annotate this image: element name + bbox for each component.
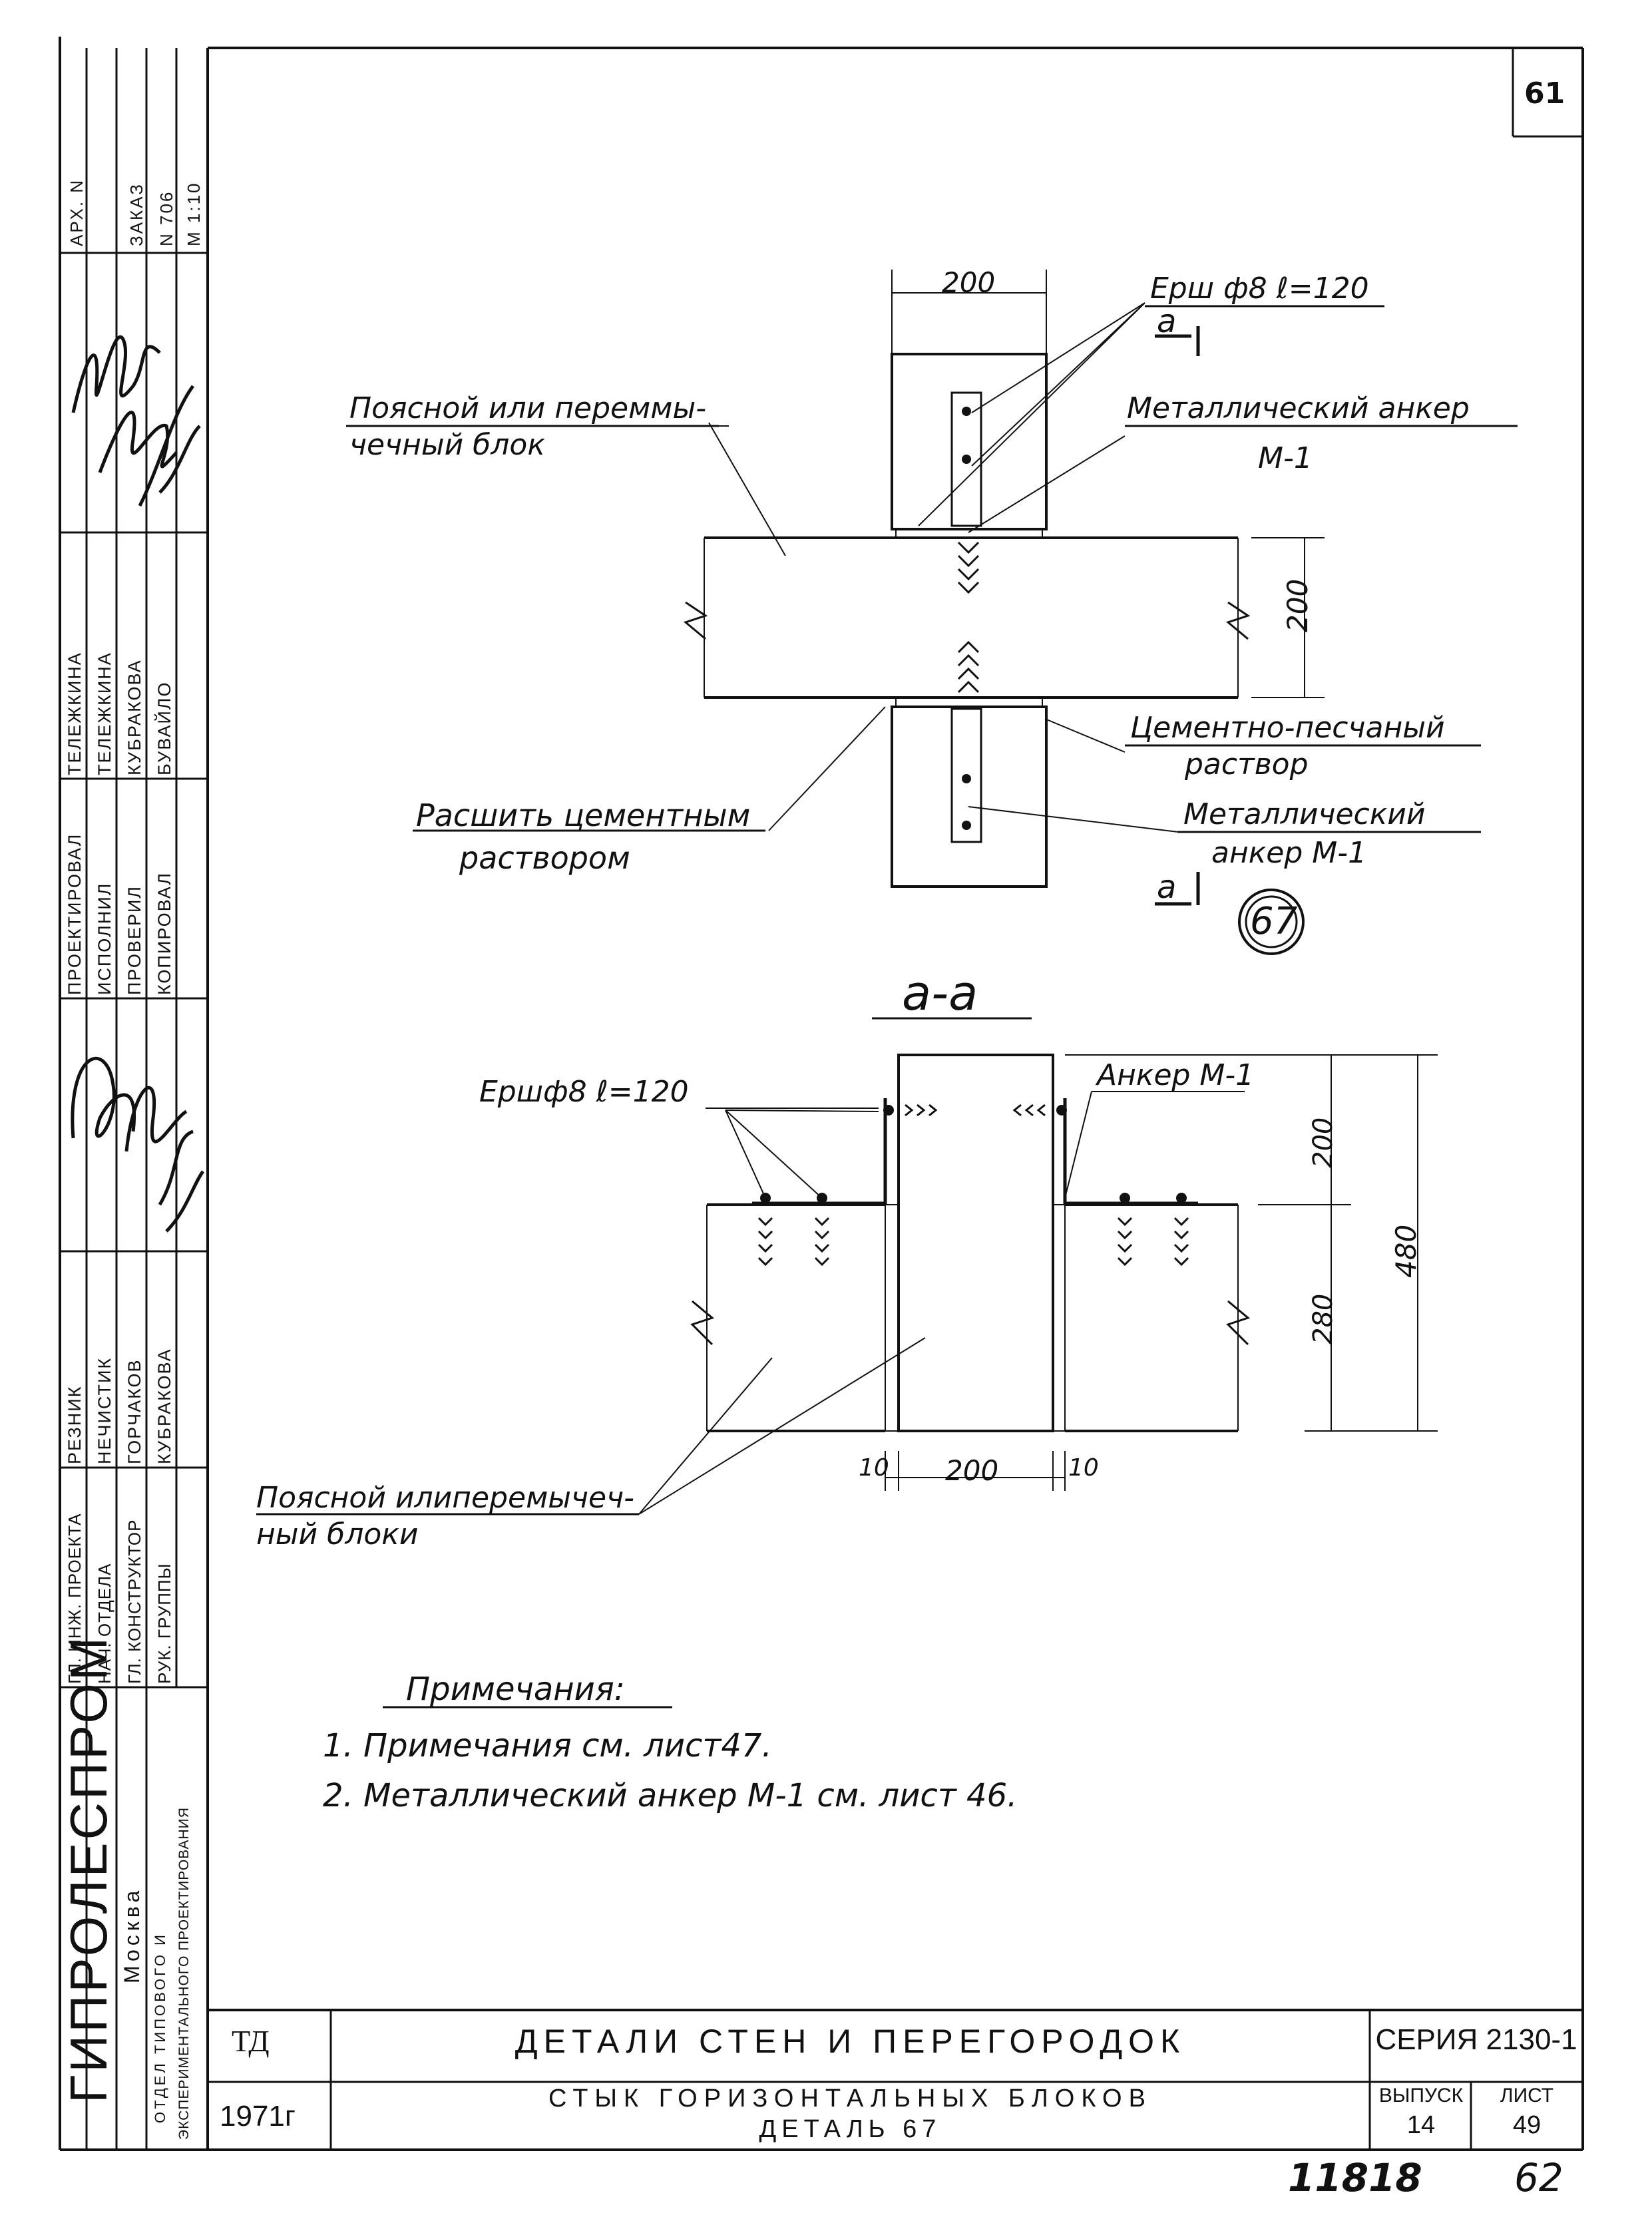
- drawing-subtitle: СТЫК ГОРИЗОНТАЛЬНЫХ БЛОКОВ: [548, 2085, 1152, 2113]
- drawing-title: ДЕТАЛИ СТЕН И ПЕРЕГОРОДОК: [515, 2023, 1186, 2060]
- section-title: а-а: [902, 965, 978, 1021]
- sheet-label: ЛИСТ: [1500, 2085, 1554, 2107]
- label-anchor-top: Металлический анкер: [1127, 391, 1470, 425]
- signatures: [71, 335, 205, 1233]
- note-item: 1. Примечания см. лист47.: [323, 1727, 772, 1764]
- section-mark-top: а: [1157, 303, 1177, 340]
- label-anchor-top: М-1: [1258, 441, 1313, 475]
- label-anchor-bottom: Металлический: [1183, 797, 1426, 831]
- label-anchor-bottom: анкер М-1: [1211, 836, 1367, 870]
- section-label-anchor: Анкер М-1: [1097, 1058, 1255, 1092]
- section-label-blocks: Поясной илиперемычеч-: [256, 1481, 634, 1515]
- dim-section-200-h: 200: [945, 1454, 999, 1487]
- issue-value: 14: [1406, 2111, 1436, 2139]
- dim-section-280: 280: [1308, 1293, 1339, 1344]
- dim-section-10: 10: [1068, 1454, 1099, 1482]
- issue-label: ВЫПУСК: [1378, 2085, 1464, 2107]
- page-number: 62: [1514, 2155, 1563, 2200]
- label-block: чечный блок: [349, 428, 545, 462]
- drawing-subtitle: ДЕТАЛЬ 67: [759, 2115, 942, 2143]
- label-joint: Расшить цементным: [416, 797, 751, 833]
- dim-section-200: 200: [1308, 1117, 1339, 1168]
- dim-section-10: 10: [859, 1454, 889, 1482]
- sheet-value: 49: [1512, 2111, 1542, 2139]
- label-mortar: раствор: [1185, 747, 1309, 781]
- section-label-blocks: ный блоки: [256, 1517, 419, 1551]
- label-mortar: Цементно-песчаный: [1130, 711, 1445, 745]
- detail-number: 67: [1250, 900, 1298, 943]
- dim-section-480: 480: [1390, 1224, 1422, 1278]
- section-mark-bottom: а: [1157, 869, 1177, 906]
- sheet-number-top: 61: [1524, 77, 1565, 110]
- label-joint: раствором: [459, 840, 630, 876]
- label-block: Поясной или переммы-: [349, 391, 707, 425]
- title-block-code: ТД: [232, 2024, 270, 2058]
- archive-number: 11818: [1288, 2155, 1422, 2200]
- note-item: 2. Металлический анкер М-1 см. лист 46.: [323, 1777, 1018, 1814]
- section-label-ersh: Ершф8 ℓ=120: [479, 1075, 689, 1109]
- notes-heading: Примечания:: [406, 1671, 625, 1708]
- title-block-year: 1971г: [220, 2100, 296, 2132]
- dim-upper-width: 200: [942, 266, 996, 299]
- label-ersh: Ерш ф8 ℓ=120: [1150, 272, 1369, 305]
- series-number: СЕРИЯ 2130-1: [1375, 2023, 1577, 2056]
